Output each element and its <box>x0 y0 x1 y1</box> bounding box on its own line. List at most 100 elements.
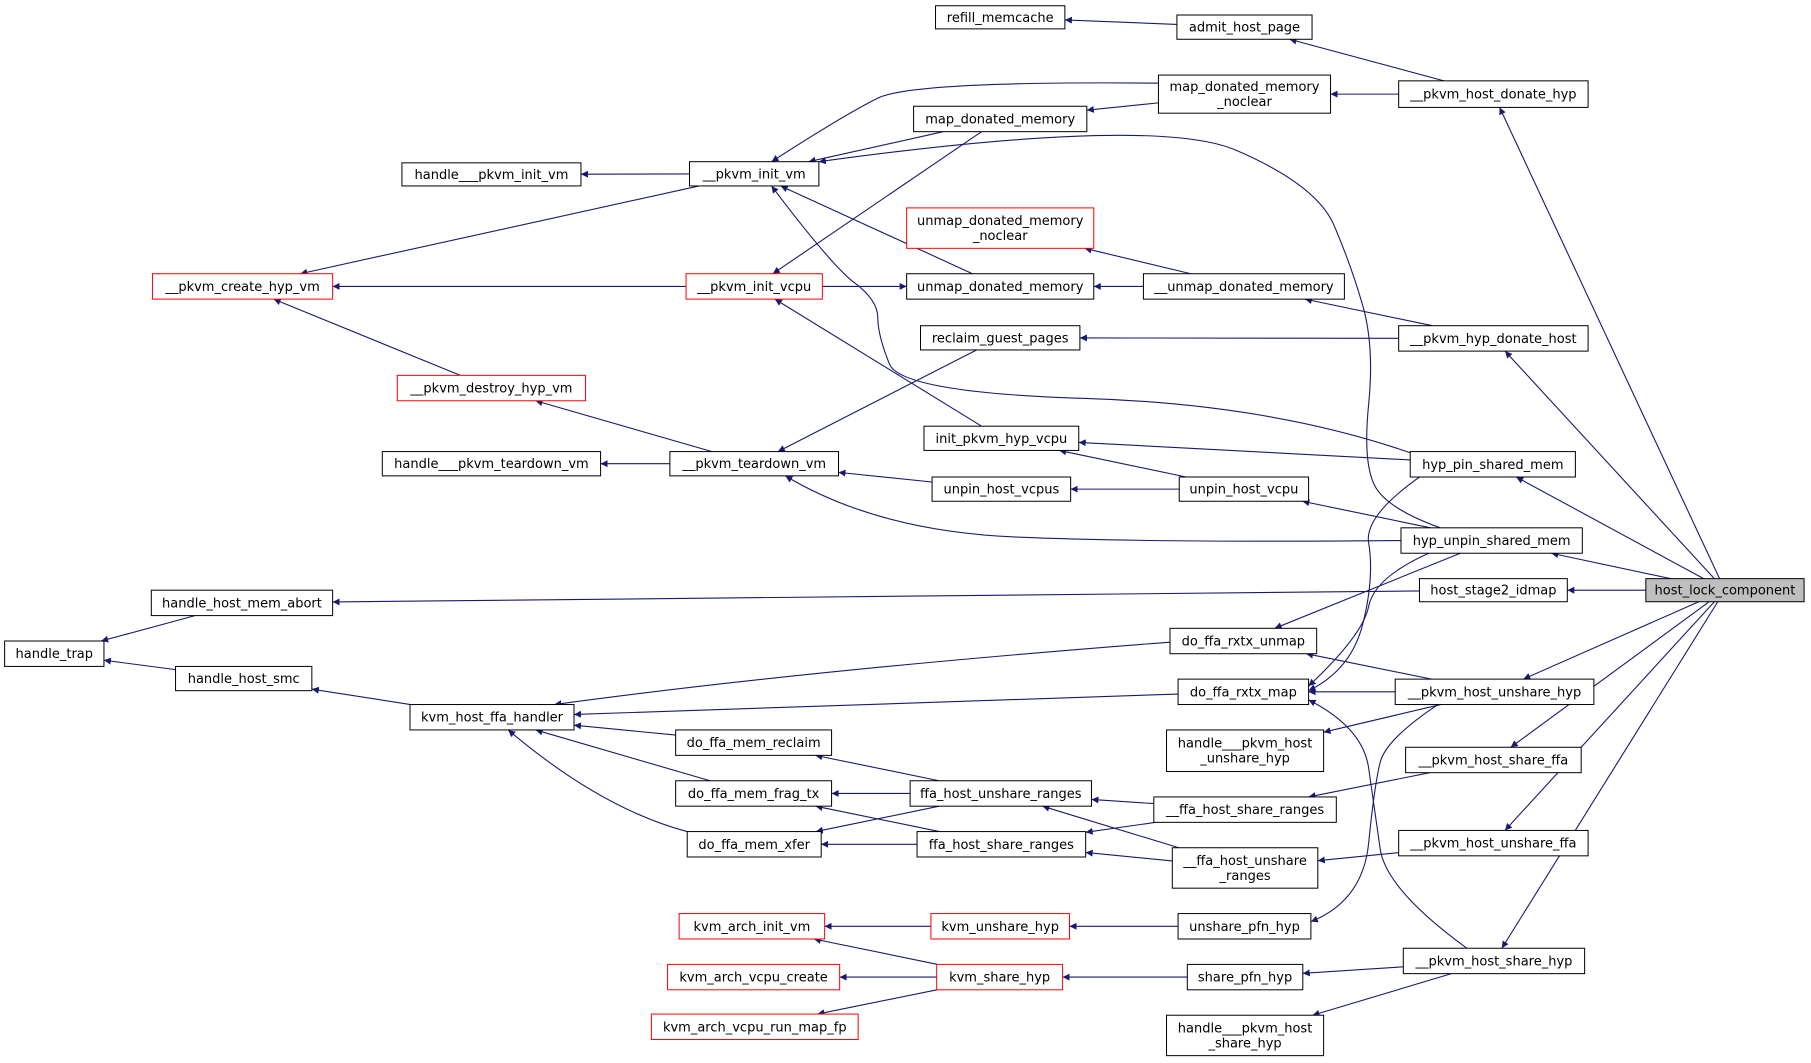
node-_ffa_host_share_ranges[interactable]: __ffa_host_share_ranges <box>1153 796 1337 823</box>
node-pkvm_host_share_hyp[interactable]: __pkvm_host_share_hyp <box>1402 947 1586 975</box>
node-label: __unmap_donated_memory <box>1153 280 1334 295</box>
node-box <box>1142 273 1345 300</box>
edge-hyp_pin_shared_mem-to-do_ffa_rxtx_map <box>1308 452 1458 692</box>
node-pkvm_destroy_hyp_vm[interactable]: __pkvm_destroy_hyp_vm <box>396 374 587 402</box>
node-box <box>1409 451 1576 478</box>
node-label: __pkvm_teardown_vm <box>681 457 826 472</box>
node-do_ffa_rxtx_map[interactable]: do_ffa_rxtx_map <box>1177 678 1310 706</box>
node-refill_memcache[interactable]: refill_memcache <box>935 5 1066 30</box>
node-_ffa_host_unshare_ranges[interactable]: __ffa_host_unshare_ranges <box>1171 847 1319 889</box>
node-do_ffa_mem_xfer[interactable]: do_ffa_mem_xfer <box>686 831 822 858</box>
node-unpin_host_vcpus[interactable]: unpin_host_vcpus <box>931 476 1072 502</box>
node-box <box>675 780 833 807</box>
edge-pkvm_host_share_hyp-to-share_pfn_hyp <box>1302 966 1404 977</box>
node-handle_pkvm_host_unshare_hyp[interactable]: handle___pkvm_host_unshare_hyp <box>1166 729 1325 773</box>
node-pkvm_host_share_ffa[interactable]: __pkvm_host_share_ffa <box>1405 746 1582 774</box>
node-ffa_host_share_ranges[interactable]: ffa_host_share_ranges <box>916 831 1087 858</box>
edge-host_lock_component-to-hyp_unpin_shared_mem <box>1551 551 1671 580</box>
node-label: kvm_host_ffa_handler <box>421 711 564 726</box>
node-box <box>175 665 313 692</box>
node-label: unmap_donated_memory <box>917 280 1084 295</box>
edge-map_donated_memory_noclear-to-map_donated_memory <box>1086 102 1159 113</box>
node-kvm_arch_vcpu_run_map_fp[interactable]: kvm_arch_vcpu_run_map_fp <box>650 1013 859 1040</box>
node-box <box>1153 796 1337 823</box>
node-_unmap_donated_memory[interactable]: __unmap_donated_memory <box>1142 273 1345 300</box>
node-unmap_donated_memory_noclear[interactable]: unmap_donated_memory_noclear <box>906 207 1095 249</box>
edge-pkvm_host_share_hyp-to-do_ffa_rxtx_map <box>1308 699 1468 949</box>
edge-pkvm_host_share_hyp-to-handle_pkvm_host_share_hyp <box>1312 973 1452 1017</box>
node-label: reclaim_guest_pages <box>932 331 1069 346</box>
node-kvm_unshare_hyp[interactable]: kvm_unshare_hyp <box>930 913 1071 940</box>
node-kvm_arch_init_vm[interactable]: kvm_arch_init_vm <box>678 913 826 940</box>
node-handle_host_smc[interactable]: handle_host_smc <box>175 665 313 692</box>
node-label: do_ffa_rxtx_unmap <box>1182 635 1305 650</box>
node-handle_pkvm_teardown_vm[interactable]: handle___pkvm_teardown_vm <box>381 451 602 477</box>
edge-pkvm_host_unshare_hyp-to-handle_pkvm_host_unshare_hyp <box>1323 703 1441 734</box>
node-box <box>1169 627 1318 655</box>
node-label: kvm_arch_vcpu_run_map_fp <box>663 1020 847 1035</box>
node-hyp_unpin_shared_mem[interactable]: hyp_unpin_shared_mem <box>1400 527 1583 554</box>
node-share_pfn_hyp[interactable]: share_pfn_hyp <box>1186 963 1304 991</box>
node-label: _noclear <box>1216 95 1272 110</box>
edge-_ffa_host_unshare_ranges-to-ffa_host_share_ranges <box>1085 849 1173 862</box>
node-box <box>1402 947 1586 975</box>
edge-pkvm_teardown_vm-to-pkvm_destroy_hyp_vm <box>535 399 713 453</box>
node-pkvm_hyp_donate_host[interactable]: __pkvm_hyp_donate_host <box>1398 325 1589 352</box>
node-map_donated_memory_noclear[interactable]: map_donated_memory_noclear <box>1157 74 1332 114</box>
node-label: handle___pkvm_teardown_vm <box>394 457 589 472</box>
node-init_pkvm_hyp_vcpu[interactable]: init_pkvm_hyp_vcpu <box>923 425 1080 451</box>
node-label: __pkvm_destroy_hyp_vm <box>409 382 572 397</box>
node-reclaim_guest_pages[interactable]: reclaim_guest_pages <box>920 325 1081 351</box>
node-label: do_ffa_mem_xfer <box>698 838 810 853</box>
node-box <box>1405 746 1582 774</box>
node-pkvm_host_unshare_ffa[interactable]: __pkvm_host_unshare_ffa <box>1398 829 1589 857</box>
edge-host_lock_component-to-hyp_pin_shared_mem <box>1515 476 1704 580</box>
node-kvm_share_hyp[interactable]: kvm_share_hyp <box>936 963 1064 991</box>
node-admit_host_page[interactable]: admit_host_page <box>1176 14 1313 40</box>
node-pkvm_create_hyp_vm[interactable]: __pkvm_create_hyp_vm <box>151 273 334 300</box>
node-label: map_donated_memory <box>1170 80 1320 95</box>
node-label: kvm_arch_vcpu_create <box>679 971 827 986</box>
node-label: unpin_host_vcpus <box>943 483 1059 498</box>
node-unshare_pfn_hyp[interactable]: unshare_pfn_hyp <box>1177 913 1312 940</box>
node-handle_pkvm_host_share_hyp[interactable]: handle___pkvm_host_share_hyp <box>1166 1014 1325 1057</box>
node-kvm_arch_vcpu_create[interactable]: kvm_arch_vcpu_create <box>667 963 841 991</box>
node-pkvm_teardown_vm[interactable]: __pkvm_teardown_vm <box>669 451 840 477</box>
node-handle_pkvm_init_vm[interactable]: handle___pkvm_init_vm <box>401 162 582 187</box>
edge-pkvm_host_share_ffa-to-_ffa_host_share_ranges <box>1308 772 1430 799</box>
node-pkvm_init_vm[interactable]: __pkvm_init_vm <box>689 161 820 187</box>
node-ffa_host_unshare_ranges[interactable]: ffa_host_unshare_ranges <box>909 780 1092 807</box>
edge-map_donated_memory_noclear-to-pkvm_init_vm <box>771 82 1159 163</box>
node-label: _unshare_hyp <box>1199 752 1290 767</box>
node-box <box>909 780 1092 807</box>
node-do_ffa_mem_reclaim[interactable]: do_ffa_mem_reclaim <box>675 729 833 756</box>
node-label: do_ffa_rxtx_map <box>1190 685 1297 700</box>
edge-pkvm_host_donate_hyp-to-admit_host_page <box>1289 37 1445 82</box>
node-hyp_pin_shared_mem[interactable]: hyp_pin_shared_mem <box>1409 451 1576 478</box>
edge-pkvm_host_unshare_hyp-to-do_ffa_rxtx_unmap <box>1306 651 1432 680</box>
node-pkvm_host_donate_hyp[interactable]: __pkvm_host_donate_hyp <box>1398 80 1589 108</box>
node-do_ffa_mem_frag_tx[interactable]: do_ffa_mem_frag_tx <box>675 780 833 807</box>
edge-_ffa_host_share_ranges-to-ffa_host_unshare_ranges <box>1091 796 1154 805</box>
node-do_ffa_rxtx_unmap[interactable]: do_ffa_rxtx_unmap <box>1169 627 1318 655</box>
node-box <box>1186 963 1304 991</box>
node-host_lock_component[interactable]: host_lock_component <box>1645 578 1805 603</box>
edge-do_ffa_mem_xfer-to-kvm_host_ffa_handler <box>507 729 688 833</box>
node-label: __ffa_host_unshare <box>1182 854 1307 869</box>
node-handle_host_mem_abort[interactable]: handle_host_mem_abort <box>150 589 334 617</box>
node-host_stage2_idmap[interactable]: host_stage2_idmap <box>1418 578 1568 603</box>
edge-unpin_host_vcpus-to-pkvm_teardown_vm <box>838 469 933 483</box>
node-map_donated_memory[interactable]: map_donated_memory <box>913 105 1088 133</box>
node-pkvm_init_vcpu[interactable]: __pkvm_init_vcpu <box>685 273 823 300</box>
node-box <box>935 5 1066 30</box>
node-kvm_host_ffa_handler[interactable]: kvm_host_ffa_handler <box>409 704 575 731</box>
node-pkvm_host_unshare_hyp[interactable]: __pkvm_host_unshare_hyp <box>1394 678 1595 706</box>
node-unmap_donated_memory[interactable]: unmap_donated_memory <box>906 273 1095 300</box>
node-box <box>930 913 1071 940</box>
edge-host_lock_component-to-pkvm_host_share_hyp <box>1501 601 1719 949</box>
node-unpin_host_vcpu[interactable]: unpin_host_vcpu <box>1178 476 1310 502</box>
node-handle_trap[interactable]: handle_trap <box>4 640 105 667</box>
node-box <box>1166 729 1325 773</box>
node-box <box>1400 527 1583 554</box>
